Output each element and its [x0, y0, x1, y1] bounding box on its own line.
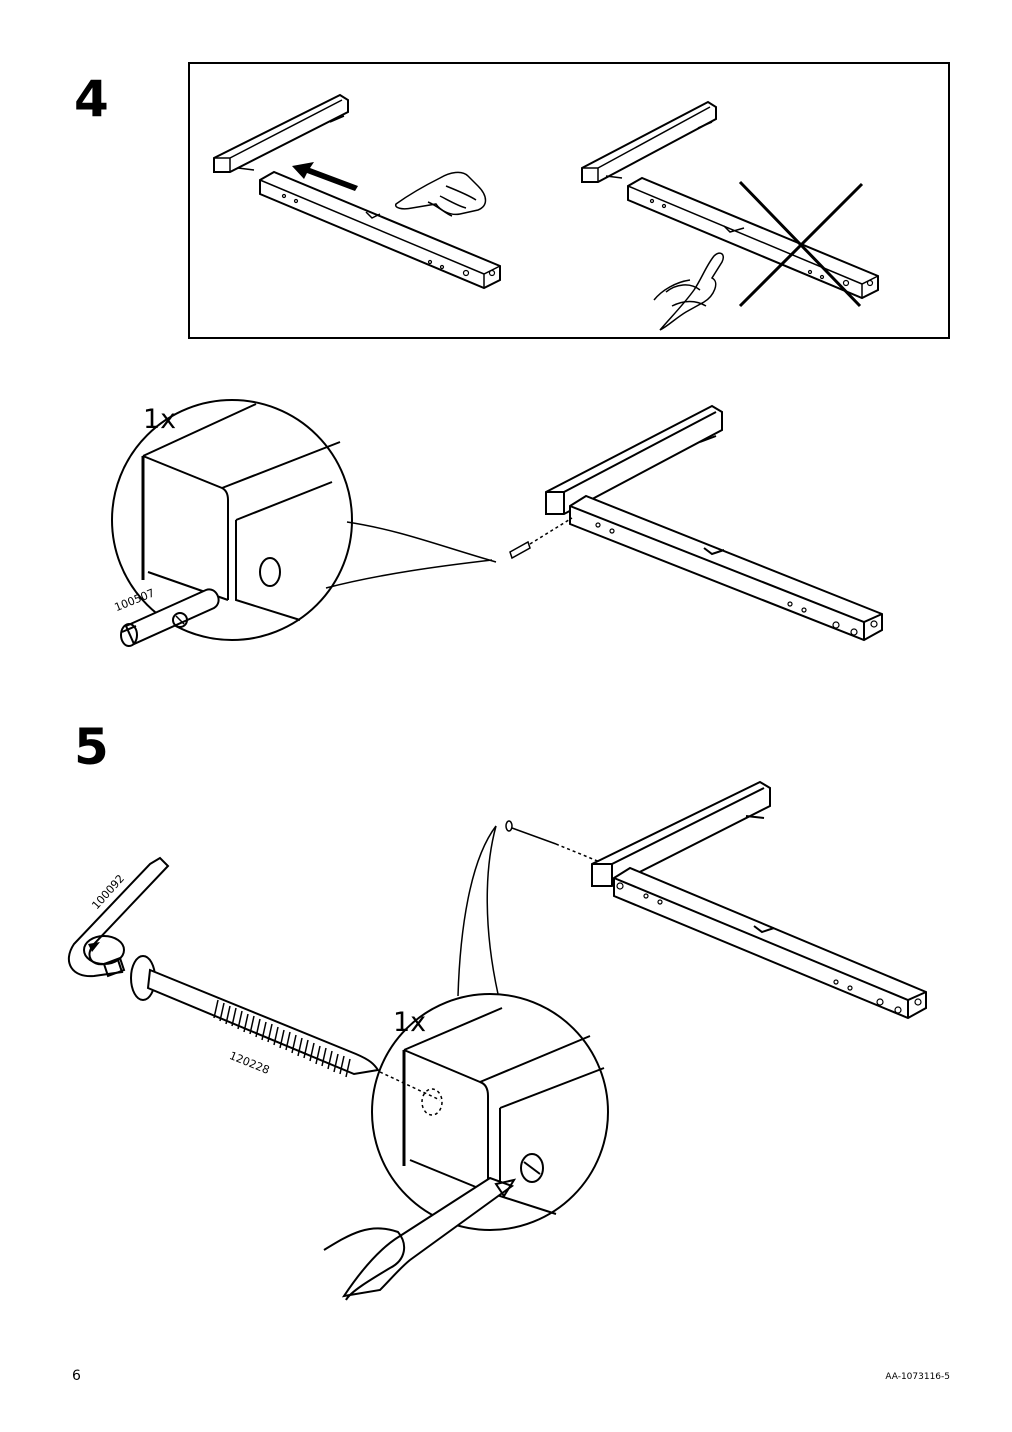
step5-illustration: [67, 780, 927, 1301]
pointing-hand-icon: [659, 252, 725, 331]
document-id: AA-1073116-5: [885, 1372, 950, 1382]
quantity-label: 1x: [393, 1007, 427, 1038]
detail-callout-line: [346, 521, 497, 563]
small-screw: [511, 827, 557, 845]
screw-120228: [146, 968, 380, 1076]
push-arrow: [292, 162, 358, 191]
dowel-part-100507: [124, 588, 220, 646]
page-number: 6: [72, 1368, 81, 1384]
step-number: 5: [74, 718, 109, 776]
dowel-hole: [259, 557, 281, 587]
small-dowel: [509, 540, 531, 560]
detail-callout-line: [457, 825, 497, 997]
dowel-left-top: [329, 115, 345, 123]
detail-circle: [371, 993, 609, 1231]
cross-mark-icon: [738, 180, 864, 308]
screwdriver: [341, 1176, 515, 1298]
step-number: 4: [74, 70, 109, 128]
quantity-label: 1x: [143, 404, 177, 435]
hand-icon: [394, 171, 487, 216]
step4-orientation-panel: [188, 62, 950, 339]
wrong-orientation-illustration: [581, 100, 879, 331]
rotate-arrow-icon: [83, 935, 125, 965]
correct-orientation-illustration: [213, 93, 501, 290]
orientation-frame: [188, 62, 950, 339]
detail-circle: [111, 399, 353, 641]
step4-dowel-detail: [111, 399, 883, 647]
